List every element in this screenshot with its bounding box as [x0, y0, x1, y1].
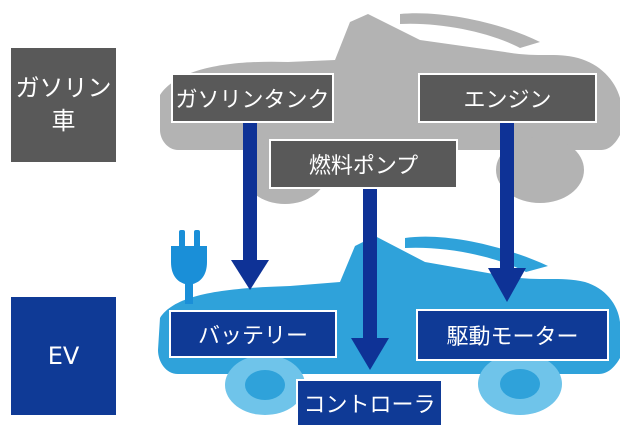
- gasoline-tank-box: ガソリンタンク: [171, 73, 334, 123]
- ev-category-box: EV: [11, 297, 116, 415]
- gasoline-car-label-line2: 車: [51, 107, 76, 135]
- controller-box: コントローラ: [296, 379, 443, 425]
- engine-label: エンジン: [463, 88, 552, 113]
- arrow-tank-to-battery: [231, 123, 269, 290]
- drive-motor-label: 駆動モーター: [446, 325, 579, 350]
- gasoline-car-category-box: ガソリン 車: [11, 48, 116, 162]
- fuel-pump-box: 燃料ポンプ: [269, 139, 458, 189]
- gasoline-car-label-line1: ガソリン: [15, 74, 112, 102]
- fuel-pump-label: 燃料ポンプ: [308, 154, 419, 179]
- engine-box: エンジン: [418, 73, 597, 123]
- gasoline-tank-label: ガソリンタンク: [175, 88, 330, 113]
- arrow-engine-to-motor: [488, 123, 526, 302]
- arrows: [231, 123, 526, 370]
- controller-label: コントローラ: [303, 393, 436, 418]
- plug-icon: [171, 230, 207, 304]
- ev-label: EV: [47, 341, 80, 370]
- arrow-pump-to-controller: [351, 189, 389, 370]
- drive-motor-box: 駆動モーター: [416, 309, 609, 361]
- battery-box: バッテリー: [169, 310, 337, 358]
- battery-label: バッテリー: [197, 324, 308, 349]
